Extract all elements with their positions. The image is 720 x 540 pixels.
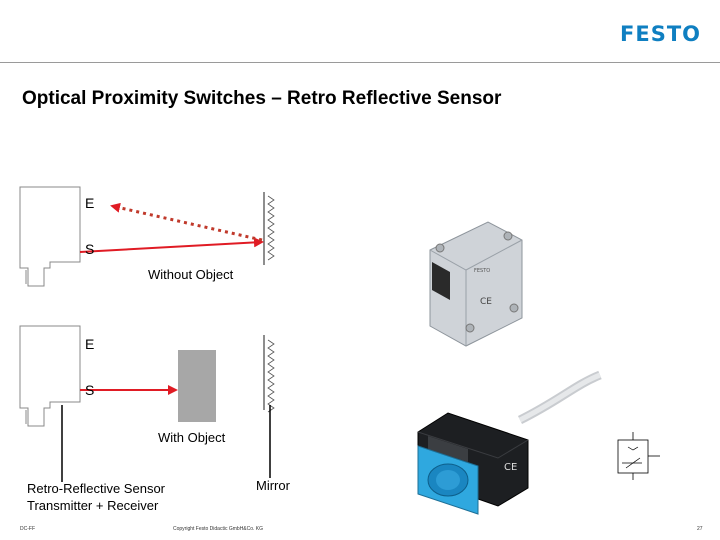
page-number: 27 xyxy=(697,526,703,532)
header-divider xyxy=(0,62,720,63)
mirror-top xyxy=(263,192,275,265)
sender-label-top: S xyxy=(85,241,95,257)
sensor-label-line2: Transmitter + Receiver xyxy=(27,498,159,513)
sender-label-bottom: S xyxy=(85,382,95,398)
svg-text:FESTO: FESTO xyxy=(474,268,490,274)
footer-left: DC-FF xyxy=(20,526,35,532)
caption-with-object: With Object xyxy=(158,430,226,445)
sensor-photo-compact: CE xyxy=(417,370,602,515)
page-title: Optical Proximity Switches – Retro Refle… xyxy=(22,88,502,109)
reflected-beam-top xyxy=(110,202,263,242)
sensor-label-line1: Retro-Reflective Sensor xyxy=(27,481,165,496)
sensor-photo-square: FESTO CE xyxy=(429,221,523,347)
svg-text:CE: CE xyxy=(480,297,492,307)
footer-copyright: Copyright Festo Didactic GmbH&Co. KG xyxy=(173,526,264,532)
caption-without-object: Without Object xyxy=(148,267,234,282)
switch-symbol-icon xyxy=(617,432,660,480)
mirror-label: Mirror xyxy=(256,478,290,493)
object-block xyxy=(178,350,216,422)
sensor-body-top xyxy=(19,186,81,287)
svg-text:CE: CE xyxy=(504,462,517,473)
festo-logo: FESTO xyxy=(620,22,701,46)
sensor-body-bottom xyxy=(19,325,81,427)
receiver-label-top: E xyxy=(85,195,95,211)
mirror-bottom xyxy=(263,335,275,413)
emitted-beam-top xyxy=(79,237,264,253)
receiver-label-bottom: E xyxy=(85,336,95,352)
